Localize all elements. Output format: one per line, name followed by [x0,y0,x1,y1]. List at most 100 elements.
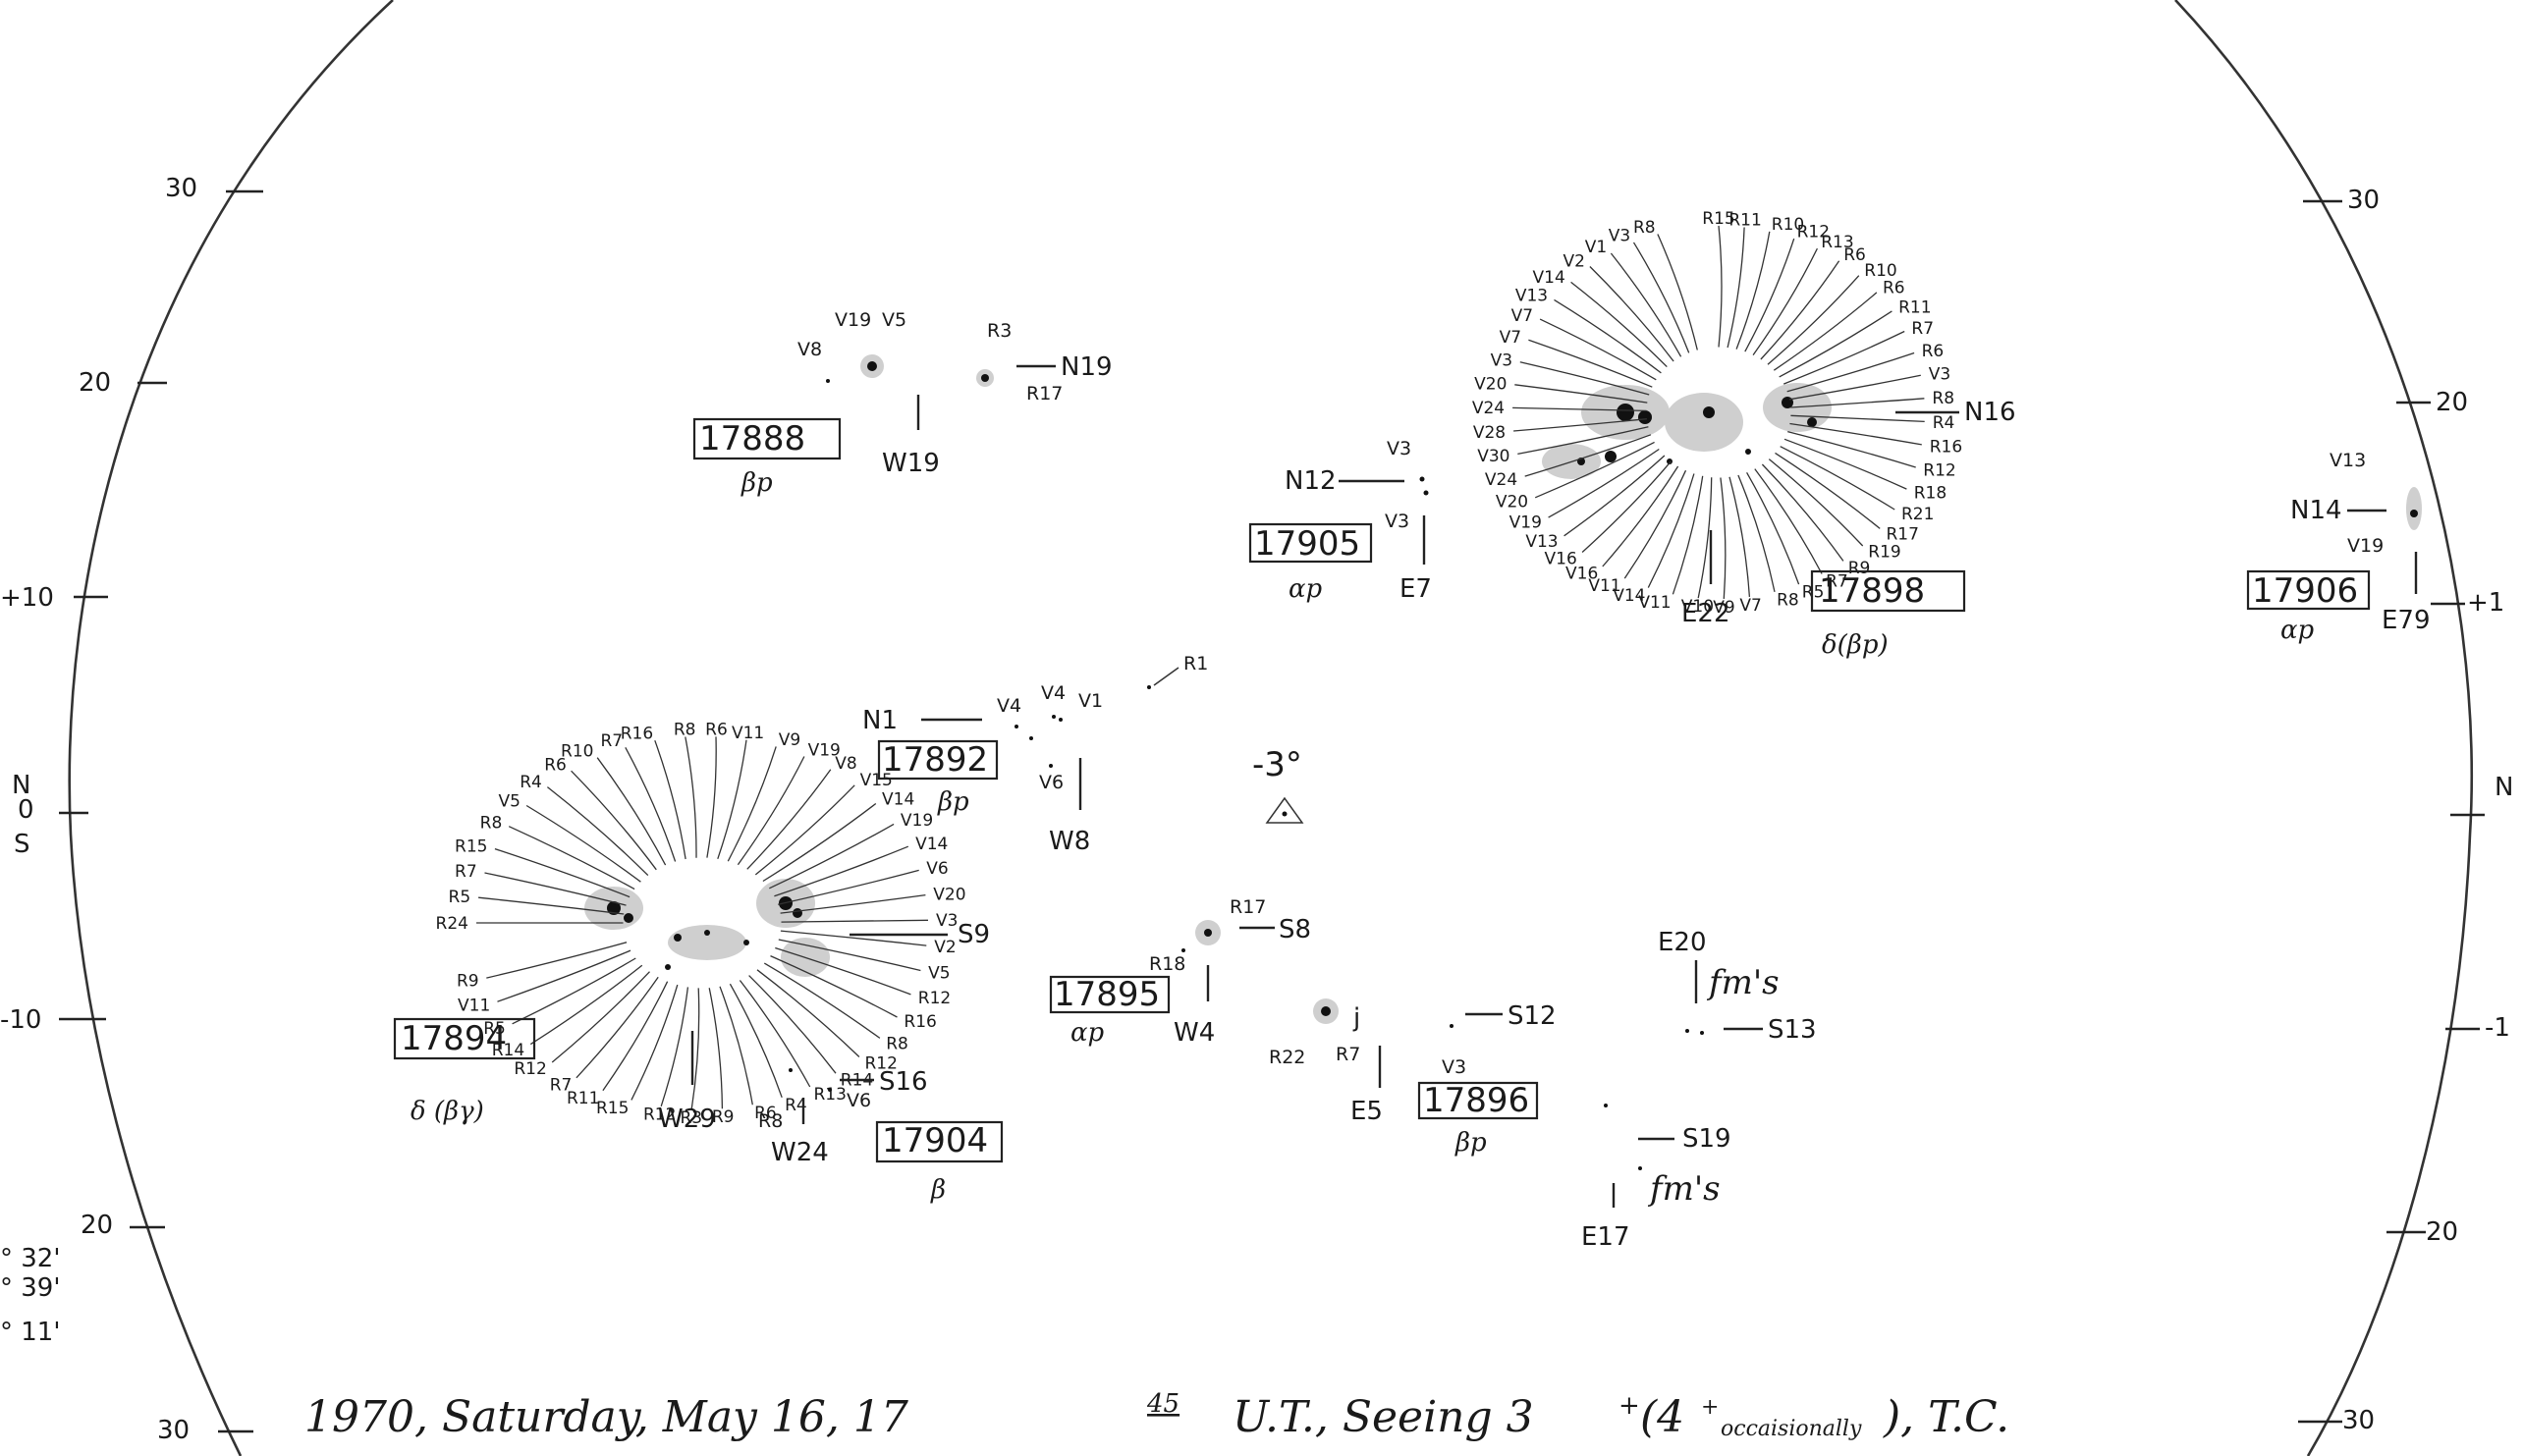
spot-label: R4 [1933,413,1955,433]
region-longitude: W4 [1174,1018,1215,1048]
region-17896: R22 R7 j V3 S12 E5 17896 βp [1269,998,1557,1158]
spot-label: R8 [1633,218,1656,238]
spot-label: R21 [1901,505,1934,524]
leader-line [1570,281,1668,368]
spot-label: V4 [997,695,1021,717]
leader-line [1746,471,1800,585]
region-latitude: N1 [862,706,898,735]
umbra [665,964,671,970]
umbra [1204,929,1212,937]
spot-label: R9 [457,972,479,992]
leader-line [762,802,877,883]
facula-note: fm's [1706,963,1780,1002]
spot-label: V5 [882,309,906,331]
spot-label: V3 [936,911,958,931]
facula-longitude: E17 [1581,1222,1630,1252]
region-class: αp [1070,1018,1105,1048]
leader-line [1623,469,1687,579]
caption-paren-superscript: + [1701,1395,1719,1420]
facula-s19: S19 E17 fm's [1581,1104,1731,1252]
leader-line [770,955,898,1018]
umbra [1638,410,1652,424]
spot-label: R8 [674,721,696,740]
leader-line [778,939,921,972]
leader-line [781,919,929,923]
caption-time-superscript: 45 [1146,1389,1179,1419]
leader-line [1517,426,1649,456]
spot-label: V14 [882,789,914,809]
spot-label: R12 [643,1105,676,1125]
umbra [981,374,989,382]
region-number: 17898 [1819,571,1925,611]
region-number: 17892 [882,740,988,780]
leader-line [1761,463,1844,562]
spot-label: R14 [492,1041,524,1060]
center-angle: -3° [1252,745,1302,784]
spot-label: R18 [1914,483,1947,503]
spot-label: V13 [1525,532,1558,552]
umbra [2410,510,2418,517]
leader-line [596,757,667,866]
facula-s13: S13 E20 fm's [1658,928,1817,1045]
leader-line [1783,330,1905,385]
leader-line [494,847,631,898]
penumbra [668,925,746,960]
spot-label: V7 [1500,328,1521,348]
spot-label: V13 [1515,287,1548,306]
leader-line [1783,438,1907,490]
spot-label: R8 [480,814,503,834]
region-longitude: E5 [1350,1097,1383,1126]
caption-date: 1970, Saturday, May 16, 17 [304,1392,908,1442]
spot-label: V30 [1477,447,1509,466]
solar-limb-right [2174,0,2474,1456]
leader-line [756,969,860,1057]
leader-line [654,739,686,860]
spot-label: R11 [1898,298,1931,318]
spot-label: V3 [1929,365,1950,385]
spot-label: R6 [1843,245,1866,265]
spot-label: V19 [835,309,871,331]
spot-label: V9 [779,730,800,750]
spot-label: R12 [865,1053,898,1073]
spot-label: R8 [758,1110,783,1132]
spot-label: R4 [520,773,542,792]
region-latitude: N19 [1061,352,1113,382]
leader-line [1775,452,1881,529]
leader-line [1790,414,1925,423]
spot-label: V24 [1485,470,1517,490]
leader-line [763,962,881,1039]
spot-label: R19 [1868,543,1900,563]
region-latitude: N16 [1964,398,2016,427]
spot-label: V11 [732,724,764,743]
pore [1423,490,1429,496]
right-tick-n: N [2495,773,2513,802]
region-longitude: E7 [1399,574,1432,604]
umbra [793,908,802,918]
spot-label: V14 [1613,586,1645,606]
spot-label: R6 [754,1104,777,1123]
left-latitude-axis: 30 20 +10 N 0 S -10 20 30 [0,174,263,1445]
left-tick-30-s: 30 [157,1416,190,1445]
region-17905: V3 V3 N12 E7 17905 αp [1248,438,1432,604]
leader-line [775,946,911,996]
leader-line [486,942,628,979]
spot-label: V1 [1078,690,1103,712]
leader-line [551,971,650,1063]
leader-line [1589,266,1674,362]
spot-label: V8 [797,339,822,360]
leader-line [685,736,697,858]
spot-label: V28 [1473,423,1506,443]
region-latitude: S16 [879,1067,928,1097]
spot-label: V6 [926,859,948,879]
leader-line [478,896,625,915]
umbra [624,913,633,923]
umbra [743,940,749,945]
leader-line [1754,468,1823,574]
spot-label: R13 [1821,233,1853,252]
spot-label: R7 [1826,571,1848,591]
left-tick-n: N [12,771,30,800]
leader-line [1786,351,1915,393]
region-latitude: S12 [1508,1001,1557,1031]
leader-line [625,746,677,862]
